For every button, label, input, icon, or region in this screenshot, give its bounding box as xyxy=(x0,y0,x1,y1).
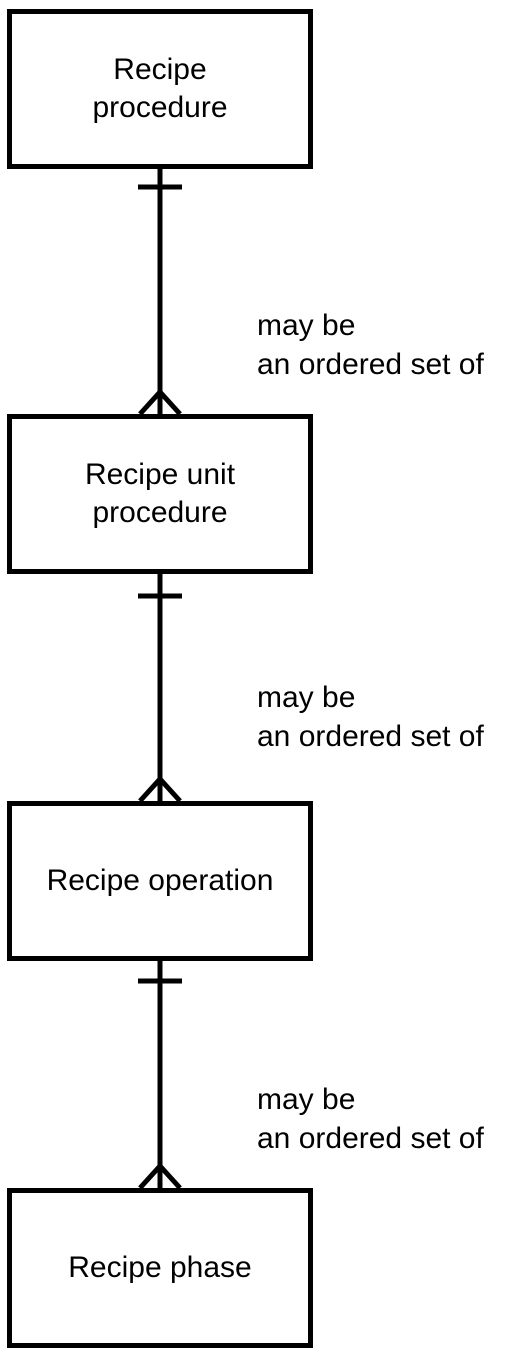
relationship-label: may be an ordered set of xyxy=(257,1080,484,1158)
relationship-label-line: an ordered set of xyxy=(257,720,484,753)
entity-label-line: Recipe phase xyxy=(68,1251,252,1284)
entity-label: Recipe unit procedure xyxy=(20,456,300,532)
relationship-label-line: an ordered set of xyxy=(257,348,484,381)
relationship-label-line: may be xyxy=(257,1083,356,1116)
relationship-label-line: may be xyxy=(257,681,356,714)
entity-label-line: procedure xyxy=(92,496,228,529)
relationship-label: may be an ordered set of xyxy=(257,678,484,756)
entity-label-line: Recipe xyxy=(113,53,207,86)
entity-label-line: procedure xyxy=(92,91,228,124)
crows-foot-marker xyxy=(138,775,182,803)
entity-recipe-phase: Recipe phase xyxy=(7,1188,313,1348)
entity-label: Recipe operation xyxy=(20,862,300,900)
relationship-connector xyxy=(138,168,182,416)
relationship-label-line: an ordered set of xyxy=(257,1122,484,1155)
entity-recipe-procedure: Recipe procedure xyxy=(7,9,313,169)
entity-label-line: Recipe unit xyxy=(84,458,236,491)
entity-label: Recipe procedure xyxy=(20,51,300,127)
crows-foot-marker xyxy=(138,1162,182,1190)
entity-label: Recipe phase xyxy=(20,1249,300,1287)
entity-recipe-operation: Recipe operation xyxy=(7,801,313,961)
crows-foot-marker xyxy=(138,388,182,416)
relationship-label-line: may be xyxy=(257,309,356,342)
relationship-label: may be an ordered set of xyxy=(257,306,484,384)
entity-label-line: Recipe operation xyxy=(46,864,274,897)
relationship-connector xyxy=(138,960,182,1190)
relationship-connector xyxy=(138,573,182,803)
entity-recipe-unit-procedure: Recipe unit procedure xyxy=(7,414,313,574)
